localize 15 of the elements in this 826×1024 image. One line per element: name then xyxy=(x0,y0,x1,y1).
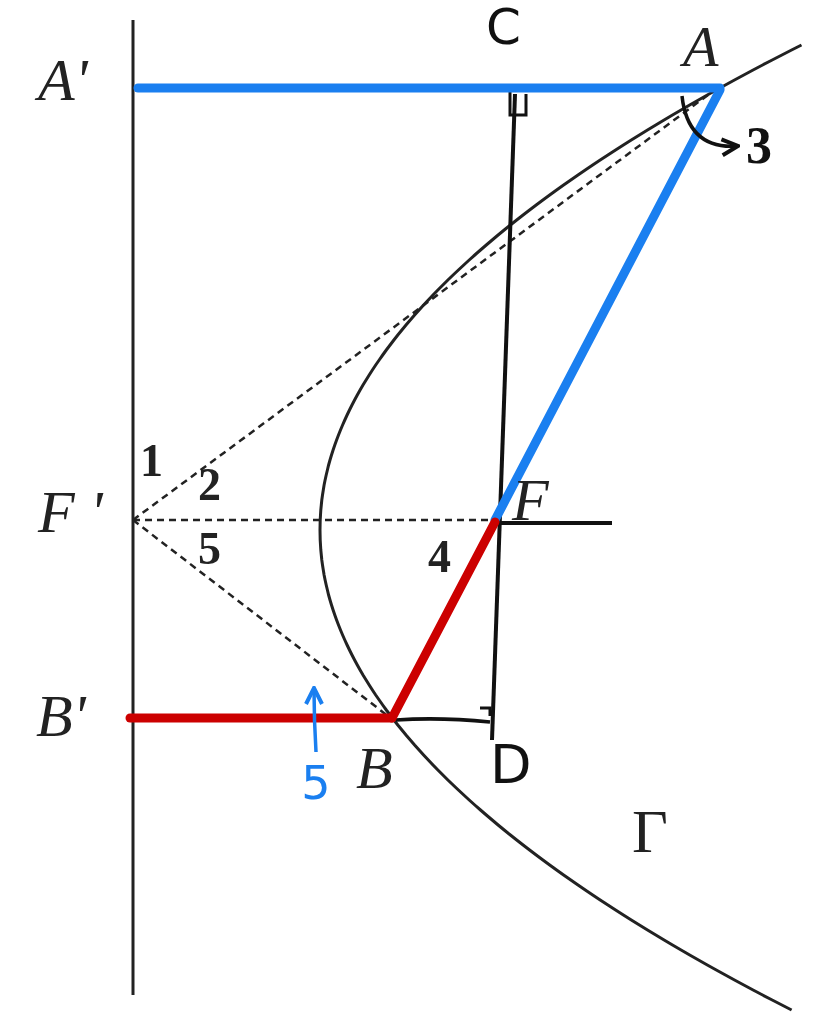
point-label: B xyxy=(356,738,393,798)
angle-arrow xyxy=(680,95,740,157)
point-label: F xyxy=(512,470,549,530)
point-label: F ' xyxy=(38,482,103,542)
angle-number: 3 xyxy=(738,118,780,174)
point-label: C xyxy=(486,2,521,52)
point-label: 1 xyxy=(140,438,163,484)
point-label: 5 xyxy=(198,526,221,572)
point-label: D xyxy=(490,738,532,792)
point-label: Γ xyxy=(632,800,668,862)
point-label: 2 xyxy=(198,462,221,508)
point-label: B' xyxy=(36,686,86,746)
angle-number: 5 xyxy=(296,752,336,814)
pointer-arrow xyxy=(304,686,325,753)
point-label: 4 xyxy=(428,534,451,580)
